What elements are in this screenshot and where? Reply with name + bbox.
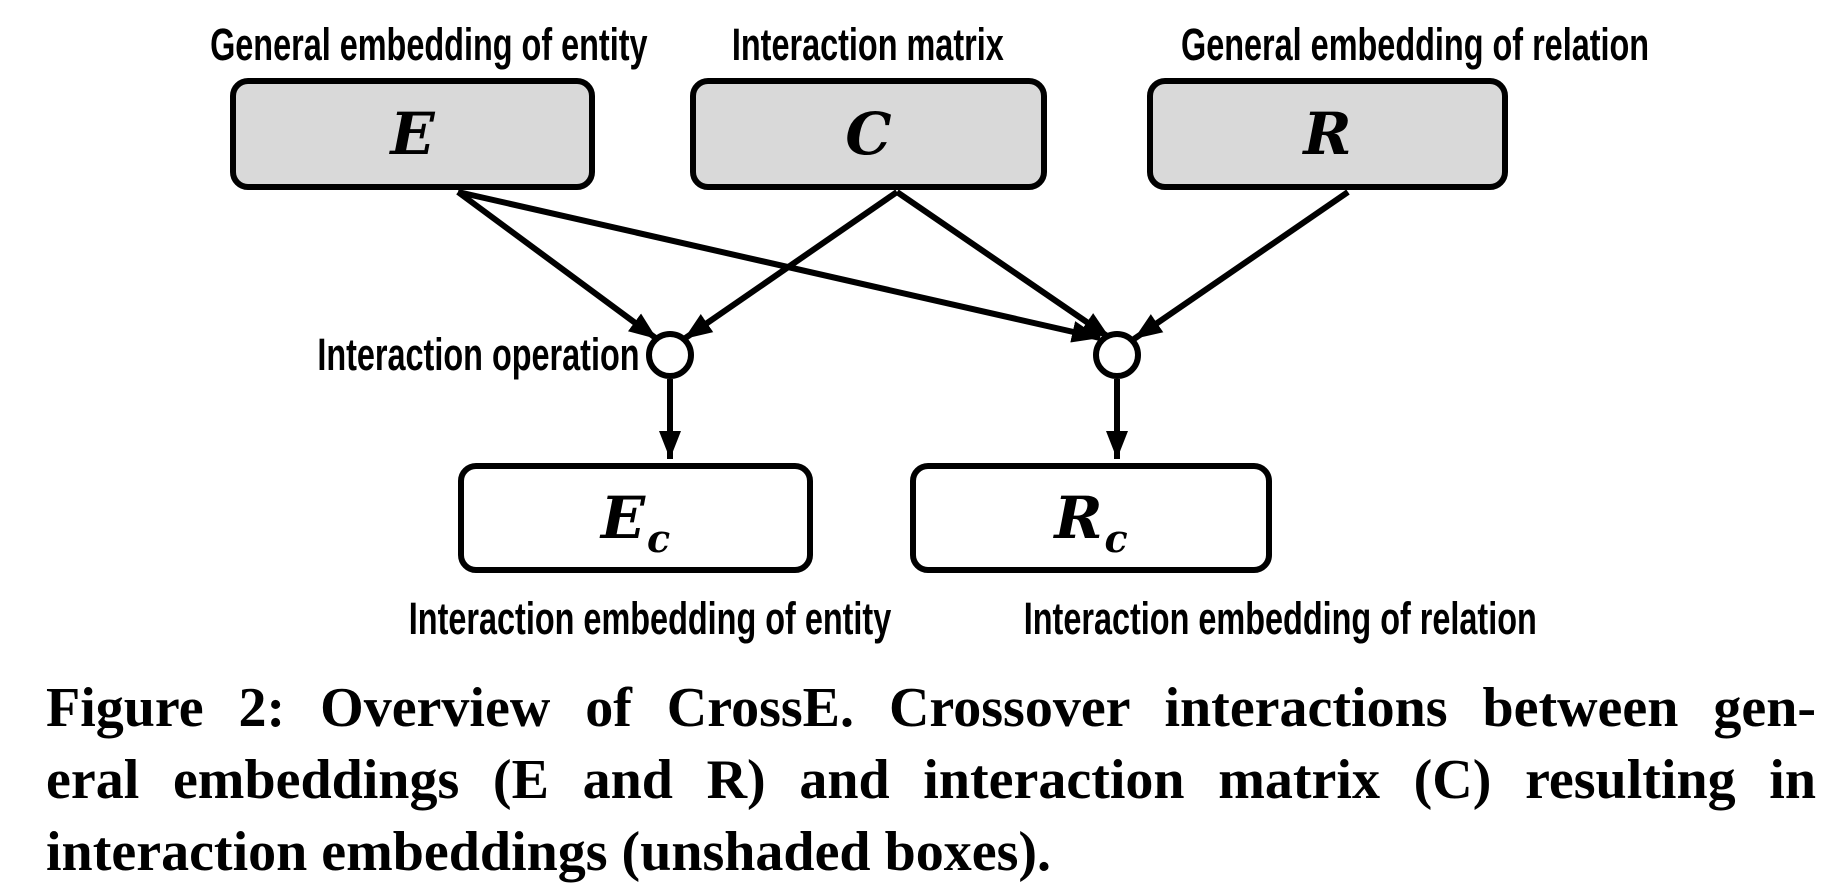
arrow-e-to-right-op — [457, 189, 1101, 343]
label-interaction-matrix: Interaction matrix — [732, 19, 1004, 70]
label-general-embedding-of-relation: General embedding of relation — [1181, 19, 1650, 70]
box-letter-R: R — [1303, 100, 1352, 168]
figure-caption: Figure 2: Overview of CrossE. Crossover … — [46, 672, 1816, 888]
arrow-r-to-right-op — [1132, 189, 1350, 342]
label-interaction-embedding-of-entity: Interaction embedding of entity — [408, 593, 892, 644]
caption-line-2: eral embeddings (E and R) and interactio… — [46, 749, 1816, 811]
box-letter-C: C — [845, 100, 892, 168]
box-letter-E: E — [390, 100, 435, 168]
right-interaction-operation-node — [1093, 331, 1141, 379]
caption-line-1: Figure 2: Overview of CrossE. Crossover … — [46, 677, 1816, 739]
box-general-embedding-relation: R — [1147, 78, 1508, 190]
arrow-c-to-right-op — [895, 189, 1112, 341]
caption-line-3: interaction embeddings (unshaded boxes). — [46, 821, 1052, 883]
arrow-e-to-left-op — [456, 189, 659, 342]
box-general-embedding-entity: E — [230, 78, 595, 190]
label-interaction-embedding-of-relation: Interaction embedding of relation — [1023, 593, 1537, 644]
label-interaction-operation: Interaction operation — [317, 329, 640, 380]
box-interaction-matrix: C — [690, 78, 1047, 190]
arrow-c-to-left-op — [682, 189, 899, 342]
left-interaction-operation-node — [646, 331, 694, 379]
label-general-embedding-of-entity: General embedding of entity — [210, 19, 648, 70]
